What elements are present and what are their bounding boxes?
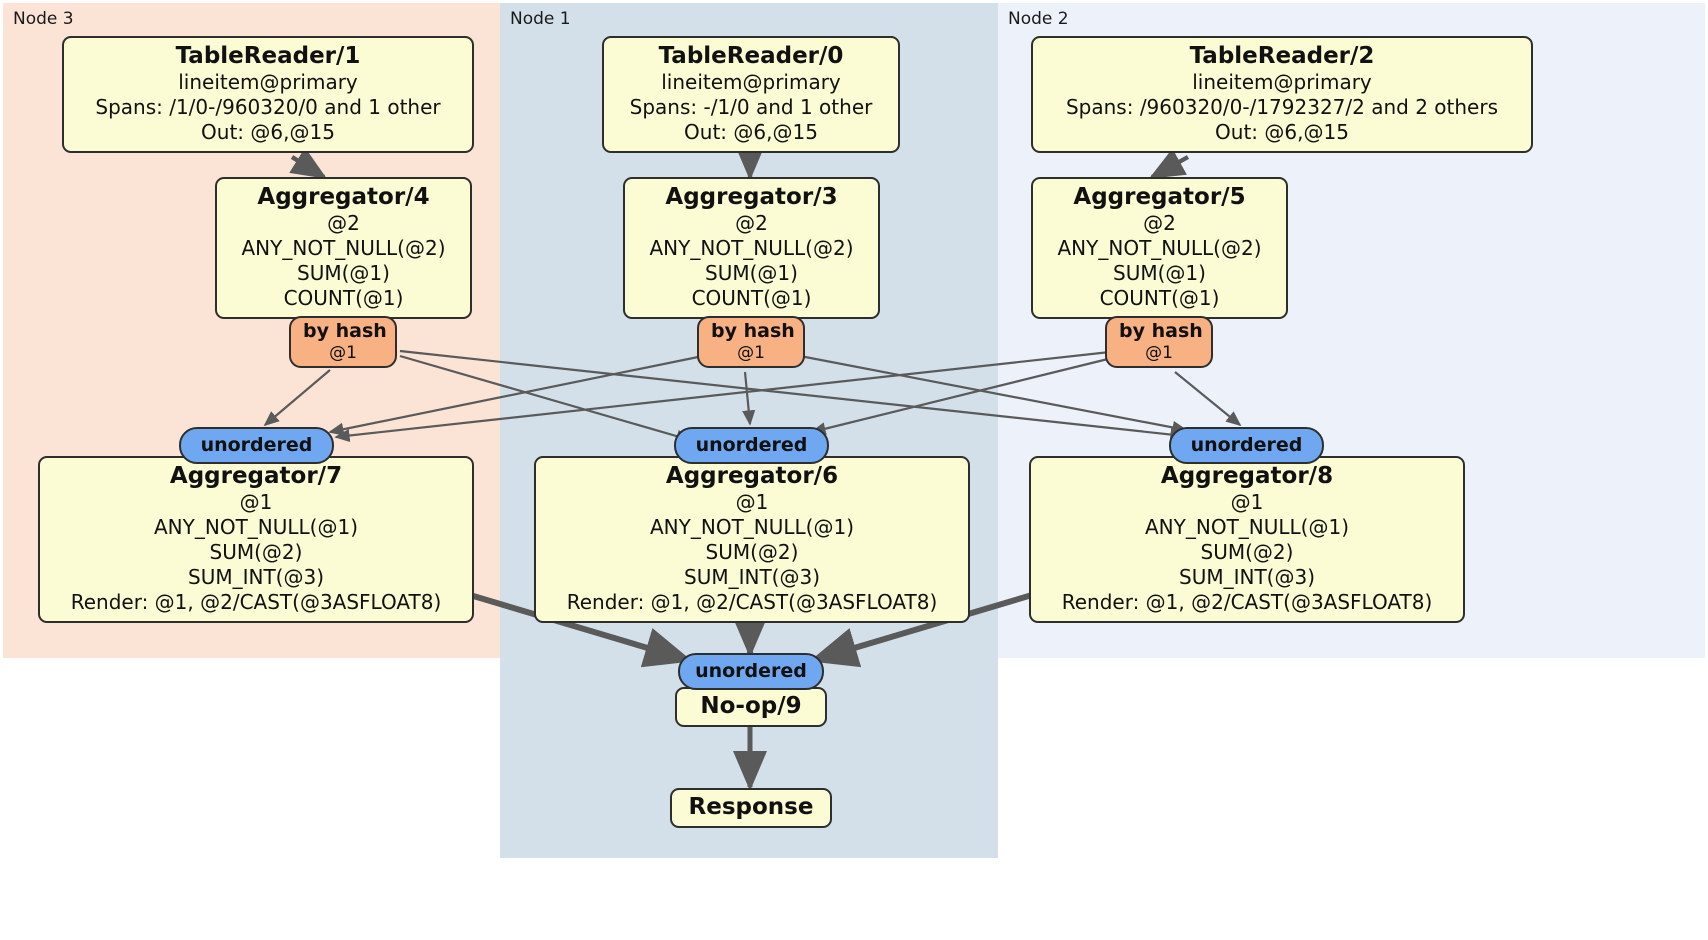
router-hash-aggregator-3[interactable]: by hash @1	[697, 316, 805, 368]
processor-aggregator-6[interactable]: Aggregator/6 @1 ANY_NOT_NULL(@1) SUM(@2)…	[534, 456, 970, 623]
aggregator-5-title: Aggregator/5	[1073, 184, 1246, 210]
stream-unordered-6-label: unordered	[695, 434, 808, 456]
stream-unordered-final-label: unordered	[695, 660, 807, 682]
processor-table-reader-1[interactable]: TableReader/1 lineitem@primary Spans: /1…	[62, 36, 474, 153]
aggregator-7-title: Aggregator/7	[169, 463, 343, 489]
router-hash-aggregator-4[interactable]: by hash @1	[289, 316, 397, 368]
aggregator-7-line-3: SUM_INT(@3)	[188, 565, 324, 589]
table-reader-1-line-0: lineitem@primary	[178, 70, 358, 94]
aggregator-7-line-0: @1	[239, 490, 273, 514]
router-hash-5-column: @1	[1145, 343, 1173, 363]
aggregator-3-line-2: SUM(@1)	[705, 261, 798, 285]
aggregator-7-line-2: SUM(@2)	[209, 540, 303, 564]
table-reader-2-line-0: lineitem@primary	[1192, 70, 1372, 94]
aggregator-4-line-3: COUNT(@1)	[283, 286, 404, 310]
aggregator-3-line-1: ANY_NOT_NULL(@2)	[649, 236, 854, 260]
table-reader-0-title: TableReader/0	[658, 43, 844, 69]
aggregator-6-line-1: ANY_NOT_NULL(@1)	[650, 515, 854, 539]
aggregator-3-title: Aggregator/3	[665, 184, 838, 210]
processor-aggregator-8[interactable]: Aggregator/8 @1 ANY_NOT_NULL(@1) SUM(@2)…	[1029, 456, 1465, 623]
processor-aggregator-4[interactable]: Aggregator/4 @2 ANY_NOT_NULL(@2) SUM(@1)…	[215, 177, 472, 319]
noop-9-title: No-op/9	[700, 693, 802, 719]
table-reader-2-title: TableReader/2	[1189, 43, 1375, 69]
aggregator-7-line-1: ANY_NOT_NULL(@1)	[154, 515, 358, 539]
aggregator-5-line-1: ANY_NOT_NULL(@2)	[1057, 236, 1262, 260]
panel-node-3-label: Node 3	[13, 9, 74, 29]
aggregator-8-line-3: SUM_INT(@3)	[1179, 565, 1315, 589]
processor-response[interactable]: Response	[670, 788, 832, 828]
panel-node-1-label: Node 1	[510, 9, 571, 29]
aggregator-8-line-4: Render: @1, @2/CAST(@3ASFLOAT8)	[1061, 590, 1433, 614]
aggregator-8-line-0: @1	[1230, 490, 1264, 514]
processor-noop-9[interactable]: No-op/9	[675, 687, 827, 727]
aggregator-5-line-3: COUNT(@1)	[1099, 286, 1220, 310]
aggregator-5-line-0: @2	[1143, 211, 1176, 235]
stream-unordered-8-label: unordered	[1190, 434, 1303, 456]
table-reader-0-line-1: Spans: -/1/0 and 1 other	[629, 95, 873, 119]
processor-aggregator-5[interactable]: Aggregator/5 @2 ANY_NOT_NULL(@2) SUM(@1)…	[1031, 177, 1288, 319]
stream-unordered-aggregator-7[interactable]: unordered	[179, 427, 334, 464]
aggregator-3-line-0: @2	[735, 211, 768, 235]
aggregator-6-title: Aggregator/6	[665, 463, 839, 489]
processor-aggregator-3[interactable]: Aggregator/3 @2 ANY_NOT_NULL(@2) SUM(@1)…	[623, 177, 880, 319]
aggregator-4-title: Aggregator/4	[257, 184, 430, 210]
aggregator-3-line-3: COUNT(@1)	[691, 286, 812, 310]
aggregator-8-line-2: SUM(@2)	[1200, 540, 1294, 564]
table-reader-2-line-1: Spans: /960320/0-/1792327/2 and 2 others	[1065, 95, 1498, 119]
aggregator-6-line-4: Render: @1, @2/CAST(@3ASFLOAT8)	[566, 590, 938, 614]
router-hash-4-column: @1	[329, 343, 357, 363]
stream-unordered-final[interactable]: unordered	[678, 653, 824, 690]
aggregator-4-line-2: SUM(@1)	[297, 261, 390, 285]
table-reader-0-line-2: Out: @6,@15	[684, 120, 818, 144]
router-hash-3-label: by hash	[711, 320, 795, 342]
stream-unordered-aggregator-8[interactable]: unordered	[1169, 427, 1324, 464]
table-reader-0-line-0: lineitem@primary	[661, 70, 841, 94]
processor-table-reader-0[interactable]: TableReader/0 lineitem@primary Spans: -/…	[602, 36, 900, 153]
table-reader-2-line-2: Out: @6,@15	[1215, 120, 1349, 144]
aggregator-4-line-1: ANY_NOT_NULL(@2)	[241, 236, 446, 260]
processor-table-reader-2[interactable]: TableReader/2 lineitem@primary Spans: /9…	[1031, 36, 1533, 153]
table-reader-1-line-1: Spans: /1/0-/960320/0 and 1 other	[95, 95, 441, 119]
aggregator-8-line-1: ANY_NOT_NULL(@1)	[1145, 515, 1349, 539]
aggregator-6-line-2: SUM(@2)	[705, 540, 799, 564]
stream-unordered-7-label: unordered	[200, 434, 313, 456]
aggregator-7-line-4: Render: @1, @2/CAST(@3ASFLOAT8)	[70, 590, 442, 614]
router-hash-4-label: by hash	[303, 320, 387, 342]
aggregator-6-line-3: SUM_INT(@3)	[684, 565, 820, 589]
router-hash-aggregator-5[interactable]: by hash @1	[1105, 316, 1213, 368]
panel-node-2-label: Node 2	[1008, 9, 1069, 29]
table-reader-1-title: TableReader/1	[175, 43, 361, 69]
table-reader-1-line-2: Out: @6,@15	[201, 120, 335, 144]
aggregator-4-line-0: @2	[327, 211, 360, 235]
stream-unordered-aggregator-6[interactable]: unordered	[674, 427, 829, 464]
aggregator-6-line-0: @1	[735, 490, 769, 514]
processor-aggregator-7[interactable]: Aggregator/7 @1 ANY_NOT_NULL(@1) SUM(@2)…	[38, 456, 474, 623]
router-hash-3-column: @1	[737, 343, 765, 363]
response-title: Response	[688, 794, 814, 820]
router-hash-5-label: by hash	[1119, 320, 1203, 342]
aggregator-5-line-2: SUM(@1)	[1113, 261, 1206, 285]
aggregator-8-title: Aggregator/8	[1160, 463, 1334, 489]
